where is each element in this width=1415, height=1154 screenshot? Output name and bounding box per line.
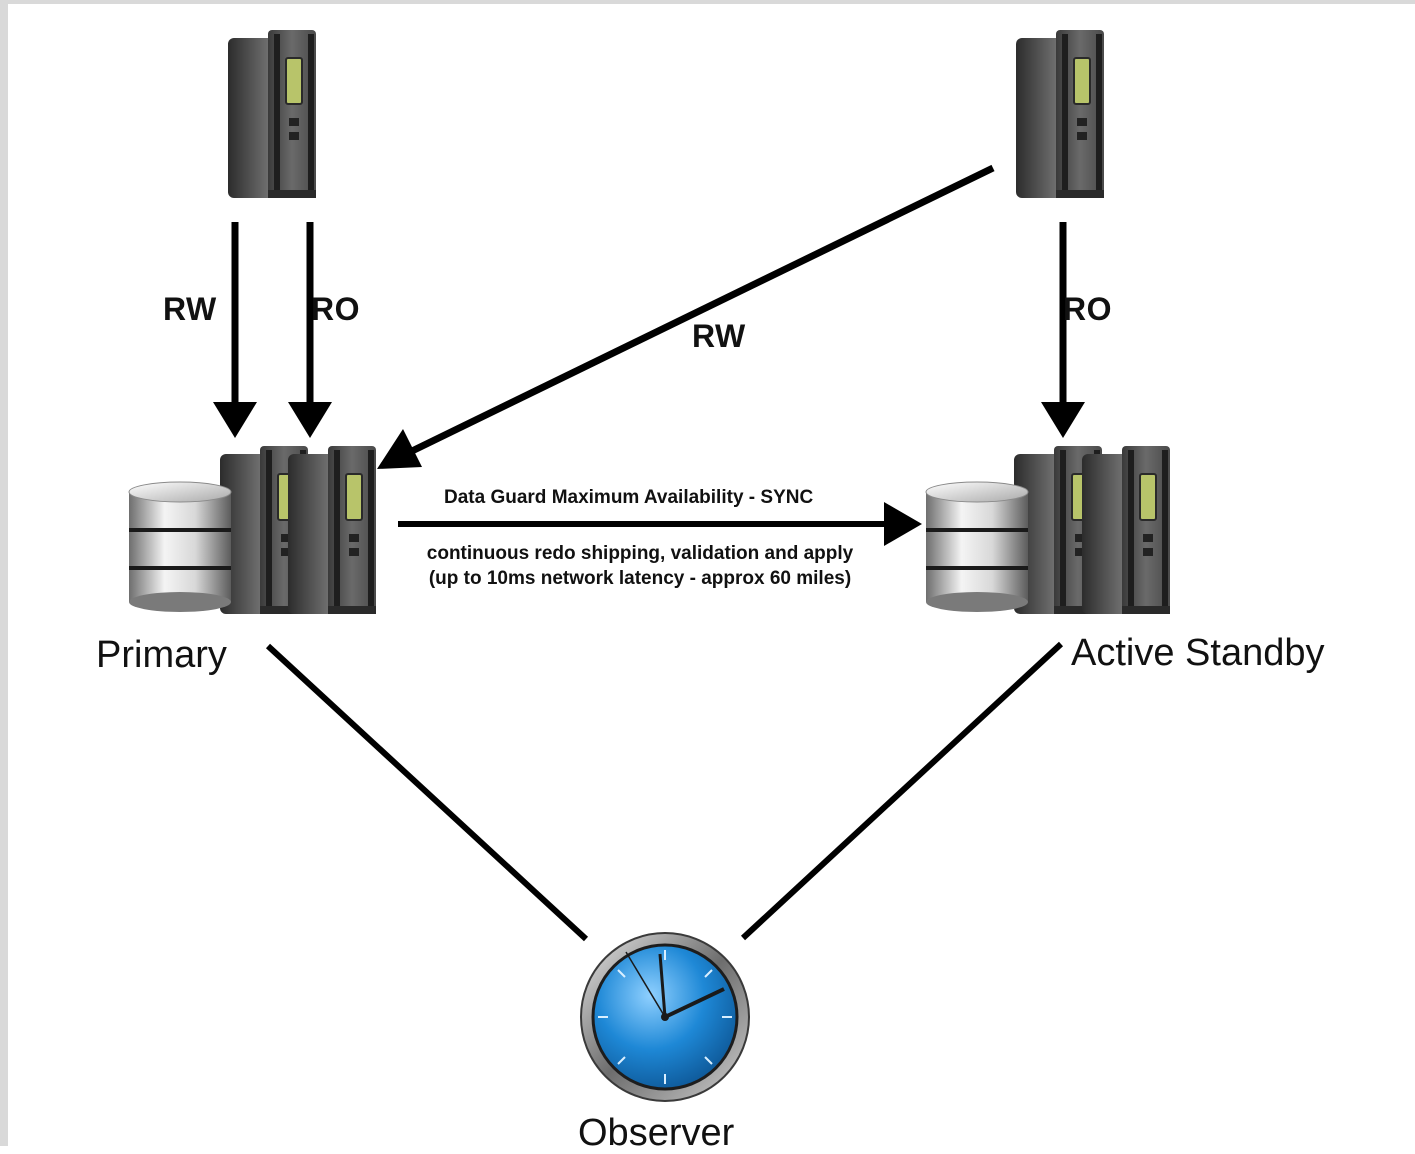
client-left-server-icon bbox=[227, 29, 317, 199]
edge-sync-arrow bbox=[398, 502, 922, 546]
edge-right-rw-label: RW bbox=[692, 318, 746, 354]
standby-database-server-icon bbox=[925, 445, 1171, 615]
observer-label: Observer bbox=[578, 1112, 735, 1154]
sync-title: Data Guard Maximum Availability - SYNC bbox=[444, 487, 814, 508]
edge-left-rw-label: RW bbox=[163, 291, 217, 327]
client-right-server-icon bbox=[1015, 29, 1105, 199]
standby-label: Active Standby bbox=[1071, 632, 1325, 674]
edge-observer-primary-line bbox=[265, 643, 589, 942]
edge-right-rw-arrow bbox=[377, 164, 995, 469]
edge-left-ro-arrow bbox=[288, 222, 332, 438]
edge-observer-standby-line bbox=[740, 641, 1064, 941]
sync-description: continuous redo shipping, validation and… bbox=[400, 544, 880, 588]
primary-database-server-icon bbox=[128, 445, 377, 615]
sync-line-2: (up to 10ms network latency - approx 60 … bbox=[428, 568, 852, 589]
observer-clock-icon bbox=[580, 932, 750, 1102]
edge-right-ro-label: RO bbox=[1063, 291, 1112, 327]
edge-right-ro-arrow bbox=[1041, 222, 1085, 438]
edge-left-rw-arrow bbox=[213, 222, 257, 438]
primary-label: Primary bbox=[96, 634, 227, 676]
edge-left-ro-label: RO bbox=[311, 291, 360, 327]
diagram-graphics bbox=[128, 29, 1171, 1102]
sync-line-1: continuous redo shipping, validation and… bbox=[426, 543, 854, 564]
